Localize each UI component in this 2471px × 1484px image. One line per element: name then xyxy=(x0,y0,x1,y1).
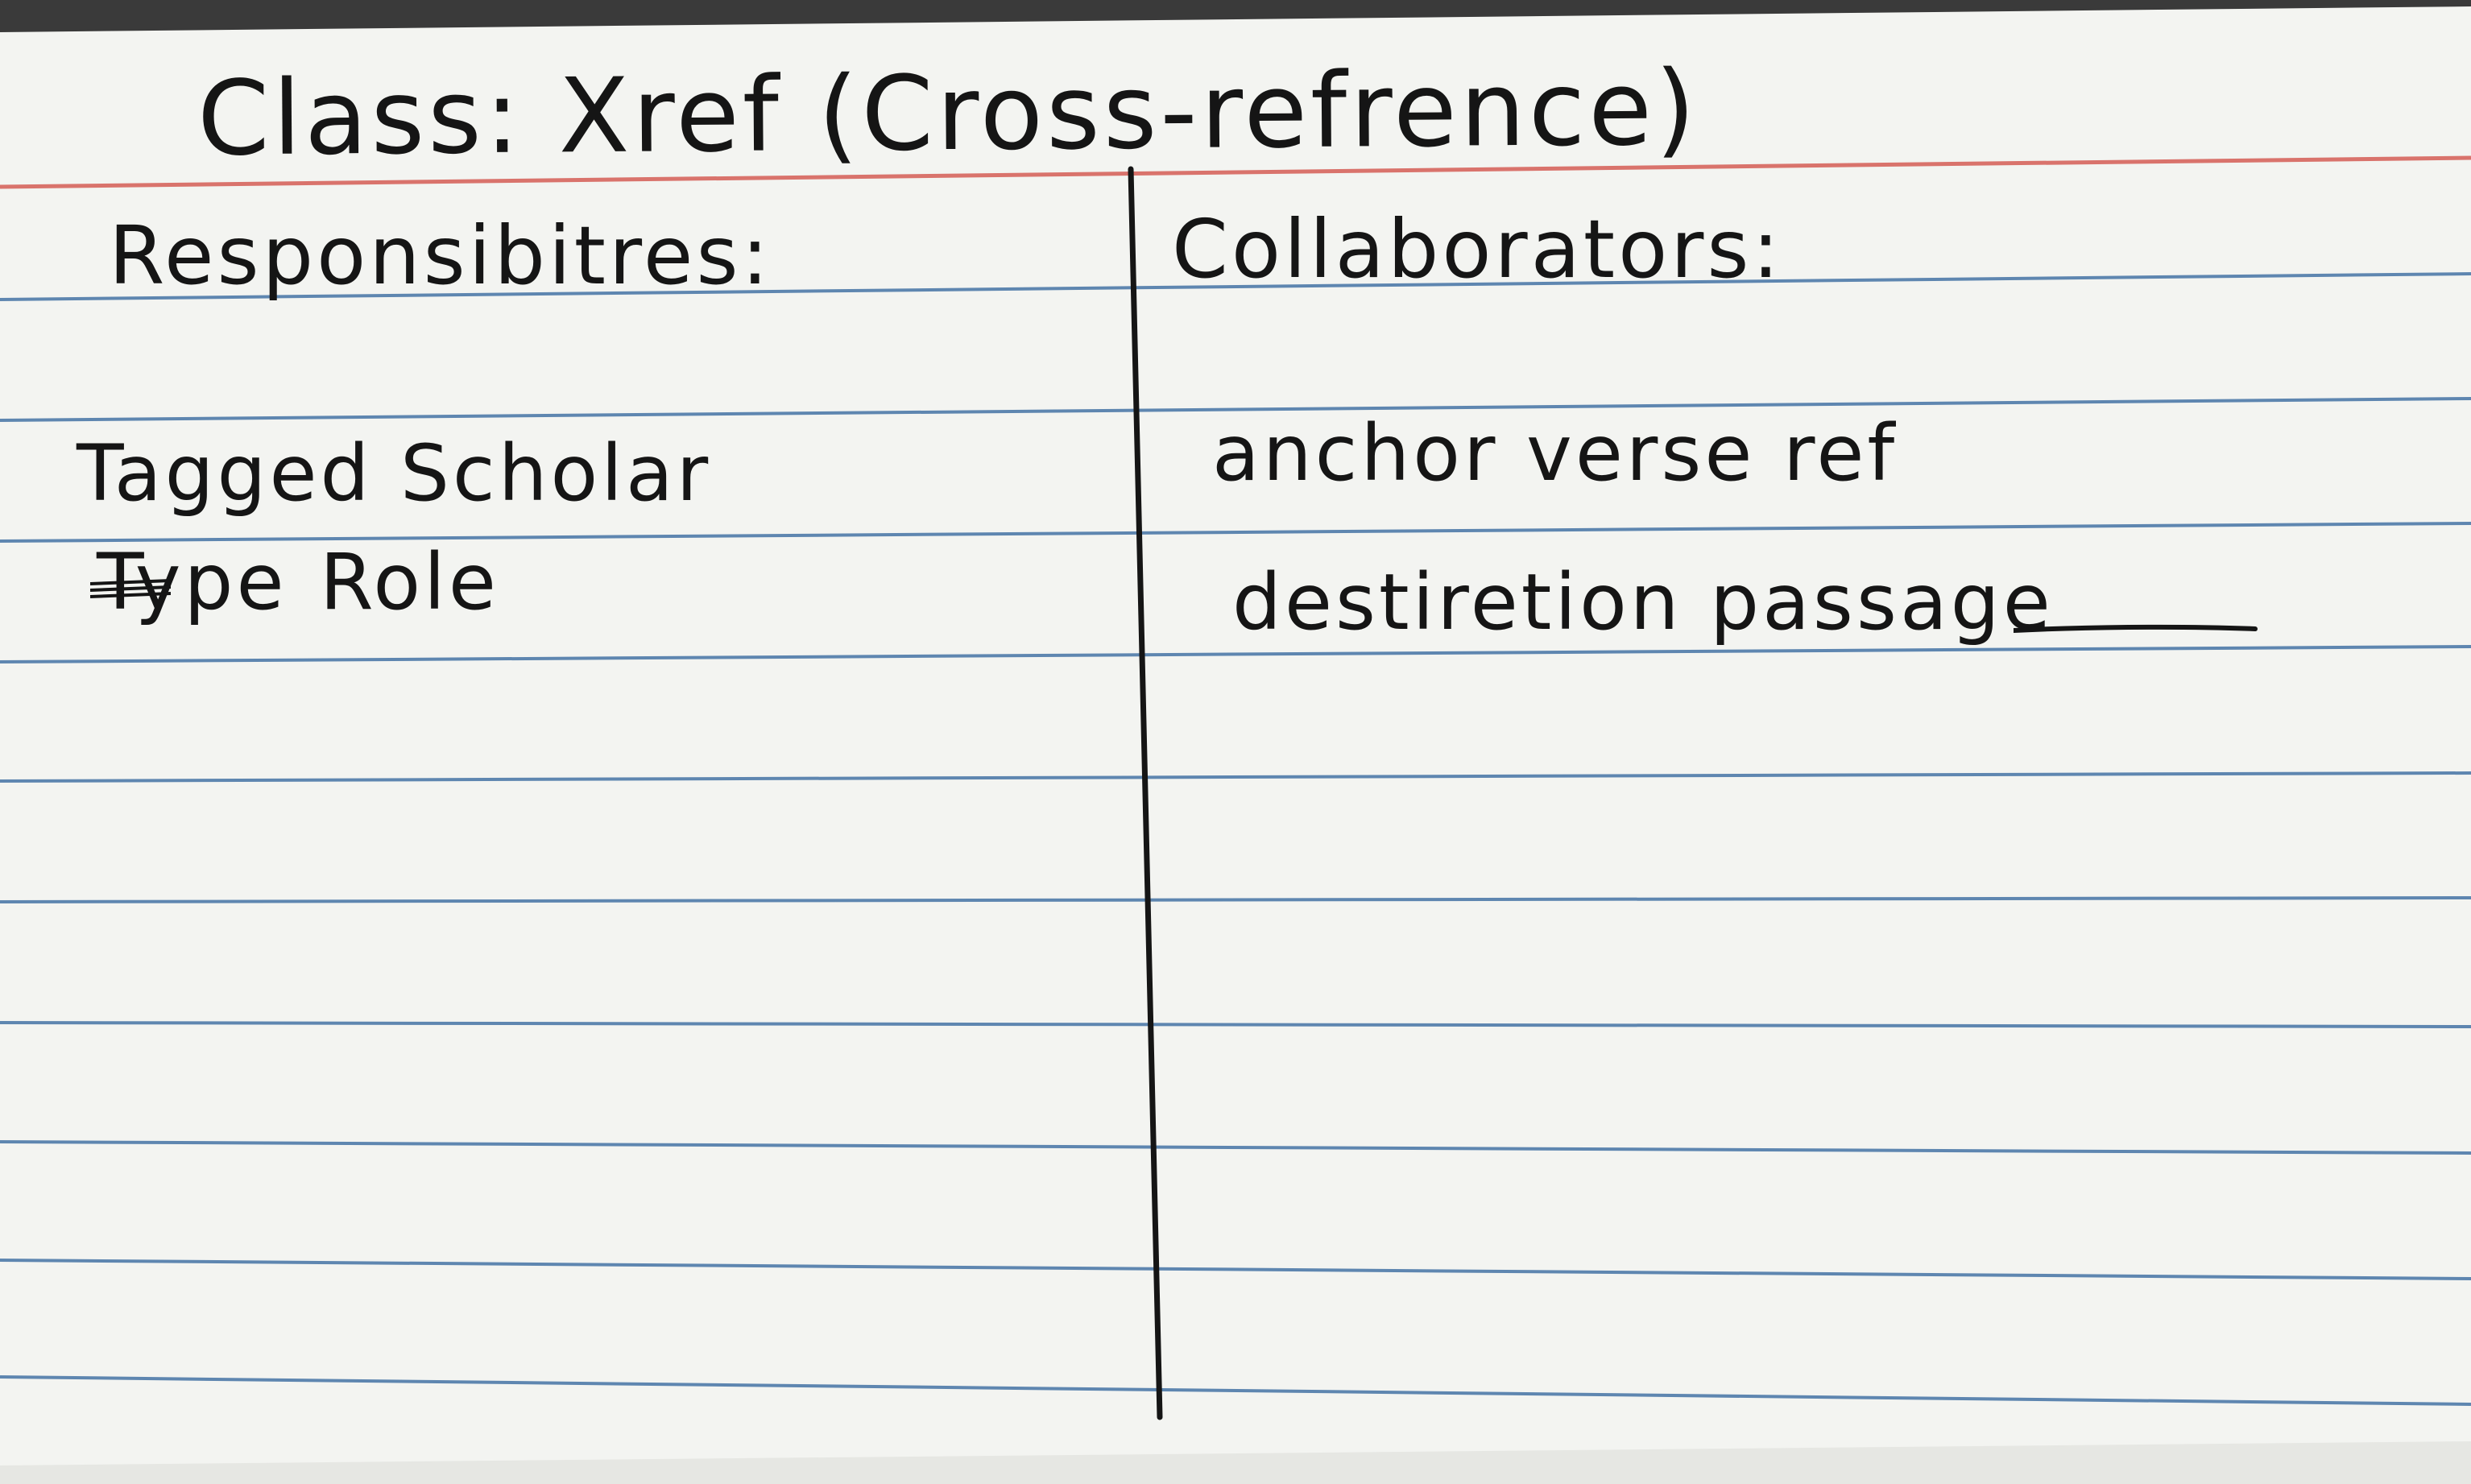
ruled-line xyxy=(0,1021,2471,1028)
ruled-line xyxy=(0,896,2471,903)
collaborators-heading: Collaborators: xyxy=(1172,202,1783,296)
ruled-line xyxy=(0,272,2471,301)
ruled-line xyxy=(0,1375,2471,1406)
responsibility-item-row: Type Role xyxy=(90,544,499,621)
card-shadow-edge xyxy=(0,1441,2471,1484)
card-surface xyxy=(0,6,2471,1484)
ruled-line xyxy=(0,771,2471,783)
responsibility-item: Role xyxy=(320,537,499,627)
responsibilities-heading: Responsibitres: xyxy=(109,209,772,303)
ruled-line xyxy=(0,645,2471,663)
ruled-lines xyxy=(0,272,2471,1406)
collaborator-item: destiretion passage xyxy=(1232,557,2054,647)
ruled-line xyxy=(0,1140,2471,1155)
header-rule-red xyxy=(0,155,2471,189)
struck-out-text: Type xyxy=(97,537,288,627)
card-title: Class: Xref (Cross-refrence) xyxy=(197,48,1699,180)
collaborator-item: anchor verse ref xyxy=(1212,408,1898,498)
ruled-line xyxy=(0,522,2471,543)
center-divider-line xyxy=(1128,166,1163,1420)
struck-out-word: Type xyxy=(90,544,288,621)
underline-stroke xyxy=(2014,624,2258,633)
responsibility-item: Tagged Scholar xyxy=(77,428,712,519)
ruled-line xyxy=(0,397,2471,422)
ruled-line xyxy=(0,1259,2471,1280)
